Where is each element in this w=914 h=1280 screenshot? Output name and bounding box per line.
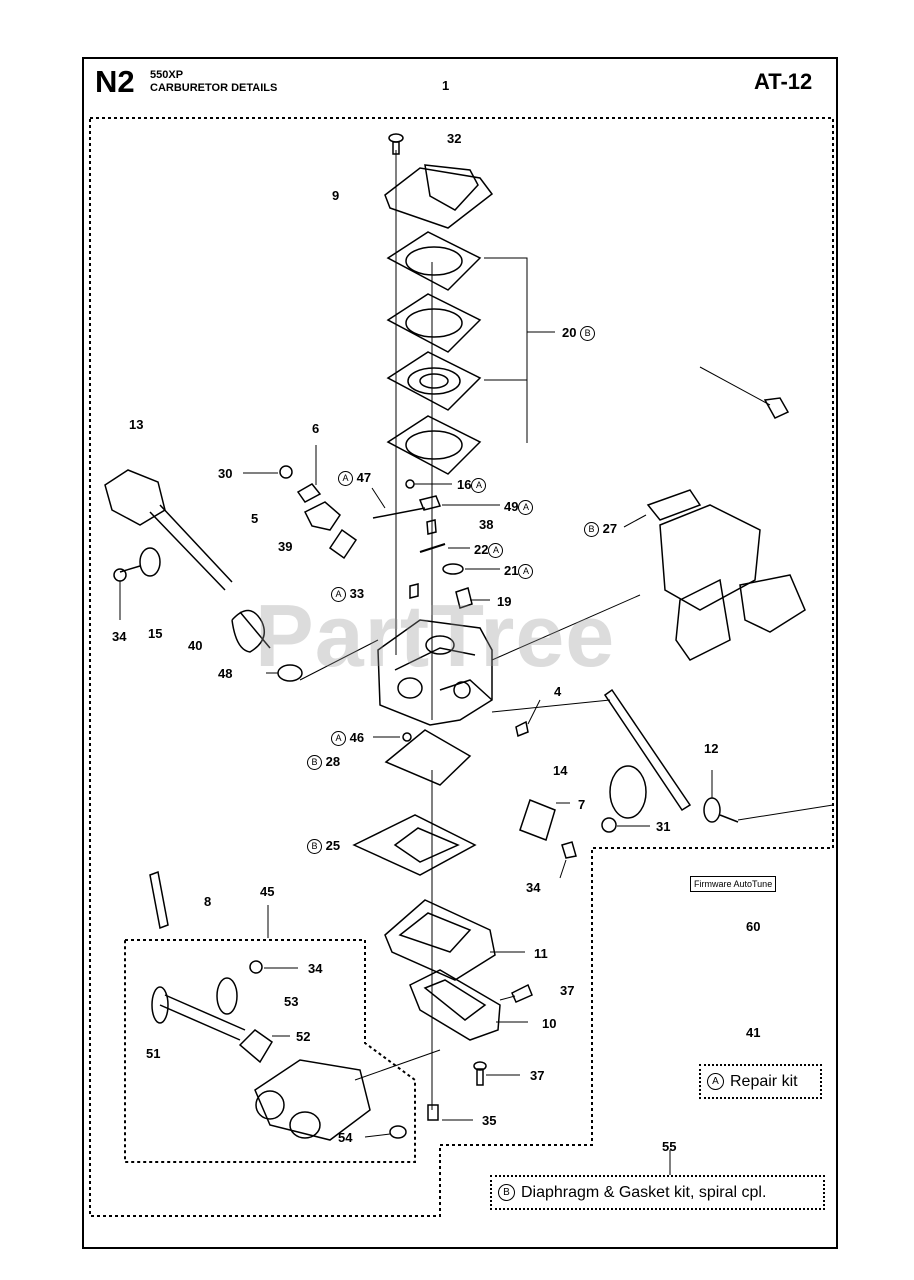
screw-34-left (113, 568, 127, 620)
callout-4: 4 (554, 684, 562, 699)
screw-30 (243, 465, 293, 479)
callout-48: 48 (218, 666, 233, 681)
main-group-outline (89, 117, 834, 1217)
callout-14: 14 (553, 763, 568, 778)
callout-52: 52 (296, 1029, 311, 1044)
callout-37: 37 (530, 1068, 545, 1083)
kit-a-marker: A (338, 471, 353, 487)
section-code: N2 (95, 64, 135, 99)
callout-41: 41 (746, 1025, 761, 1040)
callout-10: 10 (542, 1016, 557, 1031)
kit-b-marker: B (584, 522, 599, 538)
callout-27: B 27 (584, 521, 617, 538)
callout-33: A 33 (331, 586, 364, 603)
lever-6 (296, 445, 322, 503)
cam-5 (303, 501, 341, 531)
adjust-screw (763, 397, 790, 419)
throttle-shaft-13 (104, 469, 233, 591)
callout-8: 8 (204, 894, 212, 909)
autotune-module-27 (623, 489, 806, 661)
callout-54: 54 (338, 1130, 353, 1145)
callout-30: 30 (218, 466, 233, 481)
kit-b-marker: B (498, 1184, 515, 1201)
lever-8 (149, 870, 169, 930)
cover-10 (409, 969, 528, 1041)
model-name: 550XP (150, 69, 184, 81)
kit-a-marker: A (331, 731, 346, 747)
diaphragm-28 (384, 729, 472, 786)
callout-9: 9 (332, 188, 340, 203)
callout-32: 32 (447, 131, 462, 146)
callout-19: 19 (497, 594, 512, 609)
callout-37: 37 (560, 983, 575, 998)
kit-a-marker: A (471, 478, 487, 494)
parttree-watermark: PartTree (255, 586, 616, 685)
shaft-51 (151, 986, 246, 1041)
carburetor-body (377, 619, 493, 726)
pump-body-11 (384, 899, 525, 981)
callout-25: B 25 (307, 838, 340, 855)
page-number: 1 (442, 78, 450, 93)
callout-53: 53 (284, 994, 299, 1009)
callout-34: 34 (526, 880, 541, 895)
kit-a-marker: A (518, 564, 534, 580)
callout-34: 34 (112, 629, 127, 644)
kit-b-marker: B (307, 755, 322, 771)
callout-28: B 28 (307, 754, 340, 771)
kit-b-marker: B (580, 326, 596, 342)
spring-39 (328, 528, 358, 560)
pump-cover-9 (384, 164, 494, 229)
screw-37 (473, 1061, 487, 1086)
callout-11: 11 (534, 946, 548, 961)
callout-39: 39 (278, 539, 293, 554)
needle-47 (371, 487, 426, 519)
callout-46: A 46 (331, 730, 364, 747)
callout-6: 6 (312, 421, 320, 436)
lower-carb-body (254, 1059, 371, 1141)
callout-40: 40 (188, 638, 203, 653)
choke-shaft-12 (603, 688, 739, 823)
callout-15: 15 (148, 626, 163, 641)
screw-32 (388, 133, 404, 155)
callout-13: 13 (129, 417, 144, 432)
callout-20: 20 B (562, 325, 596, 342)
callout-12: 12 (704, 741, 719, 756)
kit-a-marker: A (488, 543, 504, 559)
callout-34: 34 (308, 961, 323, 976)
pump-subgroup-outline (124, 939, 416, 1163)
legend-repair-kit: A Repair kit (699, 1064, 822, 1099)
kit-a-marker: A (707, 1073, 724, 1090)
gasket-stack-20 (386, 231, 482, 475)
callout-35: 35 (482, 1113, 497, 1128)
kit-a-marker: A (331, 587, 346, 603)
legend-repair-kit-label: Repair kit (730, 1072, 798, 1090)
callout-51: 51 (146, 1046, 161, 1061)
callout-45: 45 (260, 884, 275, 899)
gasket-25 (352, 814, 477, 876)
callout-55: 55 (662, 1139, 677, 1154)
callout-38: 38 (479, 517, 494, 532)
washer-48 (266, 664, 303, 682)
callout-7: 7 (578, 797, 586, 812)
firmware-note: Firmware AutoTune (690, 876, 777, 892)
legend-diaphragm-kit: B Diaphragm & Gasket kit, spiral cpl. (490, 1175, 825, 1210)
callout-47: A 47 (338, 470, 371, 487)
spring-40 (231, 609, 271, 653)
page-title: CARBURETOR DETAILS (150, 82, 278, 94)
callout-60: 60 (746, 919, 761, 934)
kit-a-marker: A (518, 500, 534, 516)
kit-b-marker: B (307, 839, 322, 855)
callout-31: 31 (656, 819, 671, 834)
callout-5: 5 (251, 511, 259, 526)
page-code: AT-12 (754, 69, 813, 94)
parts-sheet (82, 57, 838, 1249)
legend-diaphragm-kit-label: Diaphragm & Gasket kit, spiral cpl. (521, 1183, 767, 1201)
